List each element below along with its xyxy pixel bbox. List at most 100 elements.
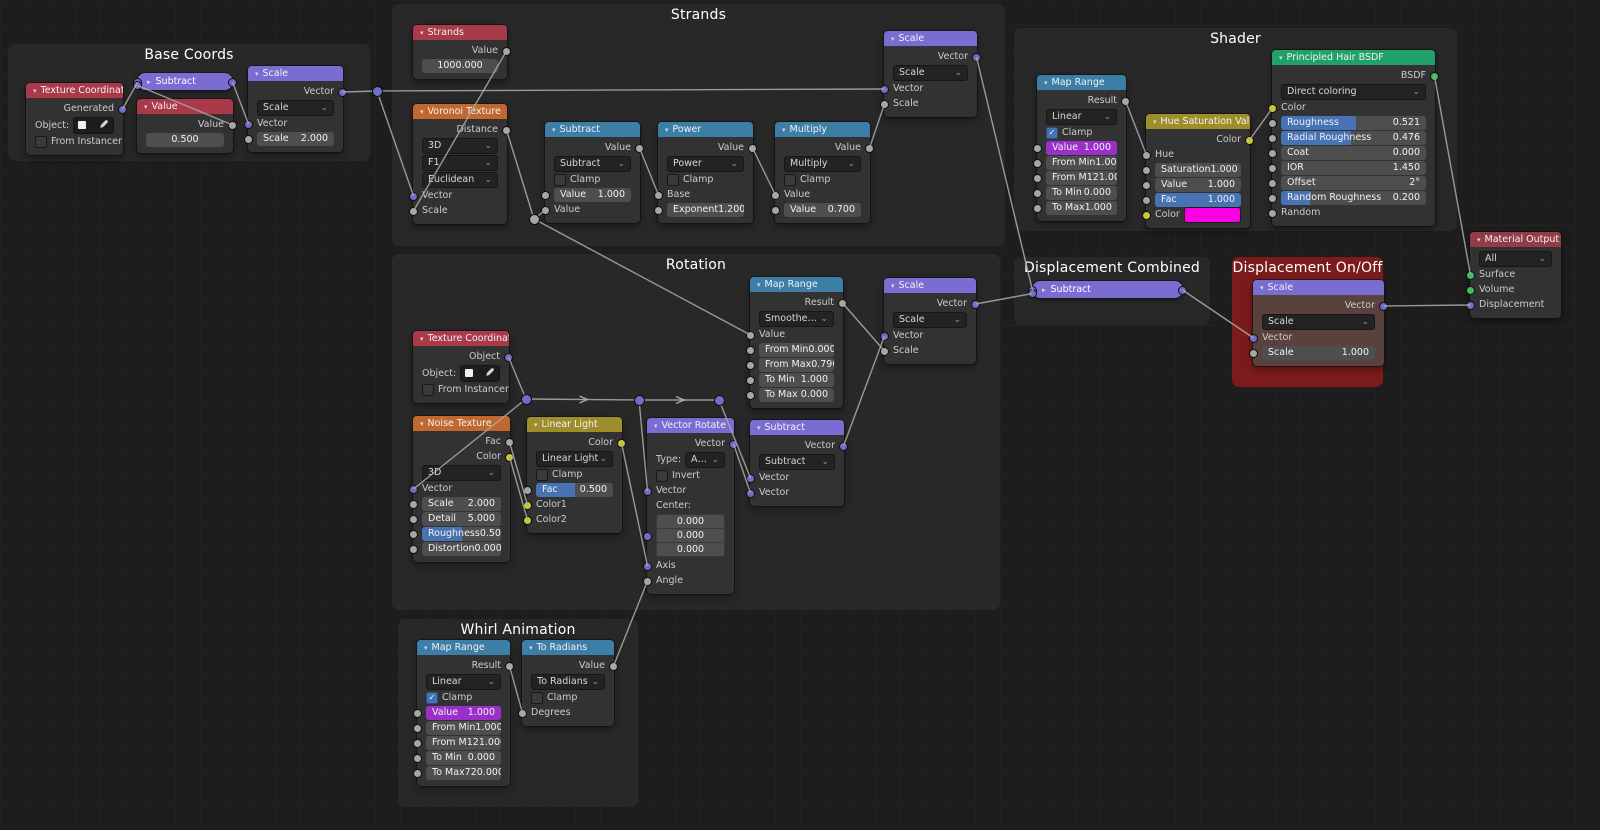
- collapse-arrow-icon[interactable]: ▾: [420, 334, 424, 343]
- socket-val2[interactable]: [771, 205, 780, 215]
- node-header[interactable]: ▾Strands: [413, 25, 507, 40]
- node-noise[interactable]: ▾Noise TextureFacColor3D⌄VectorScale2.00…: [409, 415, 514, 563]
- node-dsub[interactable]: ▸Subtract: [1028, 280, 1187, 299]
- socket-offset[interactable]: [1268, 178, 1277, 188]
- color-swatch[interactable]: [1183, 206, 1241, 223]
- node-header[interactable]: ▾Scale: [884, 278, 976, 293]
- socket-sin[interactable]: [880, 346, 889, 356]
- socket-from-m[interactable]: [413, 738, 422, 748]
- socket-angle[interactable]: [643, 576, 652, 586]
- socket-value[interactable]: [1142, 180, 1151, 190]
- socket-out[interactable]: [865, 143, 874, 153]
- socket-detail[interactable]: [409, 514, 418, 524]
- socket-val[interactable]: [746, 330, 755, 340]
- socket-vin[interactable]: [244, 119, 253, 129]
- collapse-arrow-icon[interactable]: ▾: [529, 643, 533, 652]
- socket-bsdf[interactable]: [1430, 71, 1439, 81]
- socket-val2[interactable]: [541, 205, 550, 215]
- checkbox[interactable]: [667, 173, 679, 186]
- node-header[interactable]: ▾Map Range: [417, 640, 510, 655]
- node-matout[interactable]: ▾Material OutputAll⌄SurfaceVolumeDisplac…: [1466, 231, 1562, 319]
- vector-component[interactable]: 0.000: [657, 543, 724, 556]
- socket-object[interactable]: [504, 352, 513, 362]
- node-header[interactable]: ▾Map Range: [750, 277, 843, 292]
- collapse-arrow-icon[interactable]: ▾: [534, 420, 538, 429]
- texture-browse-icon[interactable]: [465, 369, 474, 377]
- socket-coat[interactable]: [1268, 148, 1277, 158]
- collapse-arrow-icon[interactable]: ▾: [891, 281, 895, 290]
- dropdown-axis-angle[interactable]: Axis Angle⌄: [685, 451, 725, 468]
- reroute-r1[interactable]: [520, 393, 532, 405]
- checkbox[interactable]: [422, 383, 434, 396]
- checkbox[interactable]: [784, 173, 796, 186]
- socket-to-max[interactable]: [746, 390, 755, 400]
- dropdown-smoother-step[interactable]: Smoother Step⌄: [759, 310, 834, 327]
- socket-axis[interactable]: [643, 561, 652, 571]
- socket-random[interactable]: [1268, 208, 1277, 218]
- node-mult[interactable]: ▾MultiplyValueMultiply⌄ClampValueValue0.…: [771, 121, 874, 224]
- dropdown-scale[interactable]: Scale⌄: [893, 311, 967, 328]
- socket-out[interactable]: [1178, 285, 1187, 295]
- socket-from-min[interactable]: [413, 723, 422, 733]
- collapse-arrow-icon[interactable]: ▾: [1044, 78, 1048, 87]
- value-field[interactable]: 0.500: [146, 132, 224, 147]
- socket-color[interactable]: [1142, 210, 1151, 220]
- socket-in2[interactable]: [133, 81, 142, 90]
- eyedropper-icon[interactable]: [486, 367, 495, 379]
- socket-to-max[interactable]: [413, 768, 422, 778]
- socket-vout[interactable]: [971, 299, 980, 309]
- collapse-arrow-icon[interactable]: ▾: [654, 421, 658, 430]
- socket-dist[interactable]: [502, 125, 511, 135]
- checkbox[interactable]: [554, 173, 566, 186]
- socket-fac[interactable]: [505, 437, 514, 447]
- dropdown-linear-light[interactable]: Linear Light⌄: [536, 450, 613, 467]
- socket-distortion[interactable]: [409, 544, 418, 554]
- node-header[interactable]: ▾Scale: [1253, 280, 1384, 295]
- socket-value[interactable]: [502, 46, 511, 56]
- collapse-arrow-icon[interactable]: ▾: [1153, 117, 1157, 126]
- dropdown-scale[interactable]: Scale⌄: [1262, 313, 1375, 330]
- collapse-arrow-icon[interactable]: ▾: [255, 69, 259, 78]
- node-header[interactable]: ▾Multiply: [775, 122, 870, 137]
- socket-surface[interactable]: [1466, 270, 1475, 280]
- node-mapS[interactable]: ▾Map RangeResultLinear⌄✓ClampValue1.000F…: [1033, 74, 1130, 222]
- socket-deg[interactable]: [518, 708, 527, 718]
- dropdown-3d[interactable]: 3D⌄: [422, 137, 498, 154]
- node-header[interactable]: ▾Value: [137, 99, 233, 114]
- checkbox[interactable]: ✓: [1046, 126, 1058, 139]
- socket-vout[interactable]: [729, 439, 738, 449]
- socket-c2[interactable]: [523, 515, 532, 525]
- dropdown-direct-coloring[interactable]: Direct coloring⌄: [1281, 83, 1426, 100]
- collapse-arrow-icon[interactable]: ▸: [1042, 285, 1046, 294]
- eyedropper-icon[interactable]: [100, 119, 109, 131]
- socket-out[interactable]: [635, 143, 644, 153]
- socket-v1[interactable]: [746, 473, 755, 483]
- checkbox[interactable]: [531, 691, 543, 704]
- socket-out[interactable]: [748, 143, 757, 153]
- socket-from-m[interactable]: [1033, 173, 1042, 183]
- collapse-arrow-icon[interactable]: ▾: [420, 419, 424, 428]
- node-mapW[interactable]: ▾Map RangeResultLinear⌄✓ClampValue1.000F…: [413, 639, 514, 787]
